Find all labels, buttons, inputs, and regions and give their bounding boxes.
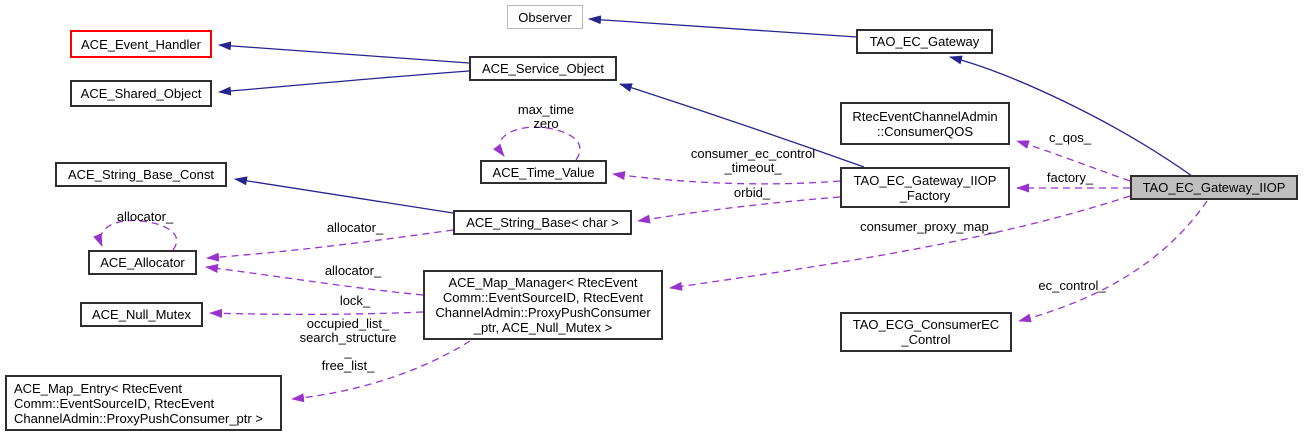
node-rtec-consumer-qos[interactable]: RtecEventChannelAdmin ::ConsumerQOS <box>840 102 1010 145</box>
inheritance-edge-service-object-to-shared-object <box>218 70 470 96</box>
node-tao-ec-gateway-iiop-factory[interactable]: TAO_EC_Gateway_IIOP _Factory <box>840 167 1010 208</box>
node-tao-ecg-consumer-ec-control[interactable]: TAO_ECG_ConsumerEC _Control <box>840 312 1012 352</box>
inheritance-edge-string-base-to-string-base-const <box>234 176 454 214</box>
usage-edge-factory-to-string-base <box>637 196 841 224</box>
usage-edge-gateway-iiop-to-ec-control <box>1018 200 1208 323</box>
inheritance-edge-factory-to-service-object <box>619 83 865 168</box>
inheritance-edge-gateway-iiop-to-tao-ec-gateway <box>949 55 1193 177</box>
node-ace-time-value[interactable]: ACE_Time_Value <box>480 160 607 184</box>
node-tao-ec-gateway-iiop-main: TAO_EC_Gateway_IIOP <box>1130 175 1298 200</box>
edge-label-orbid: orbid_ <box>733 185 771 200</box>
node-ace-map-manager[interactable]: ACE_Map_Manager< RtecEvent Comm::EventSo… <box>423 270 663 340</box>
edge-label-lock: lock_ <box>339 293 371 308</box>
edge-label-c-qos: c_qos_ <box>1049 130 1091 145</box>
edge-label-factory: factory_ <box>1046 170 1094 185</box>
node-tao-ec-gateway[interactable]: TAO_EC_Gateway <box>856 29 993 54</box>
edge-label-max-time-zero: max_time zero <box>517 102 575 131</box>
node-ace-shared-object[interactable]: ACE_Shared_Object <box>70 80 212 107</box>
edge-label-allocator-from-map-manager: allocator_ <box>324 263 382 278</box>
inheritance-edge-tao-ec-gateway-to-observer <box>588 15 858 38</box>
node-ace-event-handler[interactable]: ACE_Event_Handler <box>70 30 212 58</box>
usage-edge-gateway-iiop-to-map-manager <box>669 195 1131 291</box>
node-ace-map-entry[interactable]: ACE_Map_Entry< RtecEvent Comm::EventSour… <box>5 375 282 431</box>
usage-edge-time-value-self-loop <box>493 126 581 161</box>
usage-edge-map-manager-to-map-entry <box>291 340 471 403</box>
usage-edge-map-manager-to-allocator <box>205 264 424 296</box>
edge-label-ec-control: ec_control_ <box>1038 278 1106 293</box>
inheritance-edge-service-object-to-event-handler <box>218 41 470 64</box>
edge-label-allocator-from-string-base: allocator_ <box>326 220 384 235</box>
edge-label-allocator-self: allocator_ <box>116 209 174 224</box>
node-ace-null-mutex[interactable]: ACE_Null_Mutex <box>80 302 203 327</box>
node-observer: Observer <box>507 5 583 29</box>
edge-label-consumer-proxy-map: consumer_proxy_map_ <box>860 219 996 234</box>
usage-edge-factory-to-time-value <box>612 171 841 185</box>
node-ace-string-base-char[interactable]: ACE_String_Base< char > <box>453 210 632 235</box>
usage-edge-map-manager-to-null-mutex <box>209 308 424 318</box>
usage-edge-gateway-iiop-to-consumer-qos <box>1016 140 1131 182</box>
node-ace-service-object[interactable]: ACE_Service_Object <box>469 56 617 81</box>
edge-label-map-entry-members: occupied_list_ search_structure _ free_l… <box>299 316 397 373</box>
usage-edge-string-base-to-allocator <box>206 229 454 262</box>
edge-label-consumer-ec-control-timeout: consumer_ec_control _timeout_ <box>690 146 816 175</box>
node-ace-allocator[interactable]: ACE_Allocator <box>88 250 197 275</box>
usage-edge-allocator-self-loop <box>93 219 177 251</box>
node-ace-string-base-const[interactable]: ACE_String_Base_Const <box>55 162 227 187</box>
